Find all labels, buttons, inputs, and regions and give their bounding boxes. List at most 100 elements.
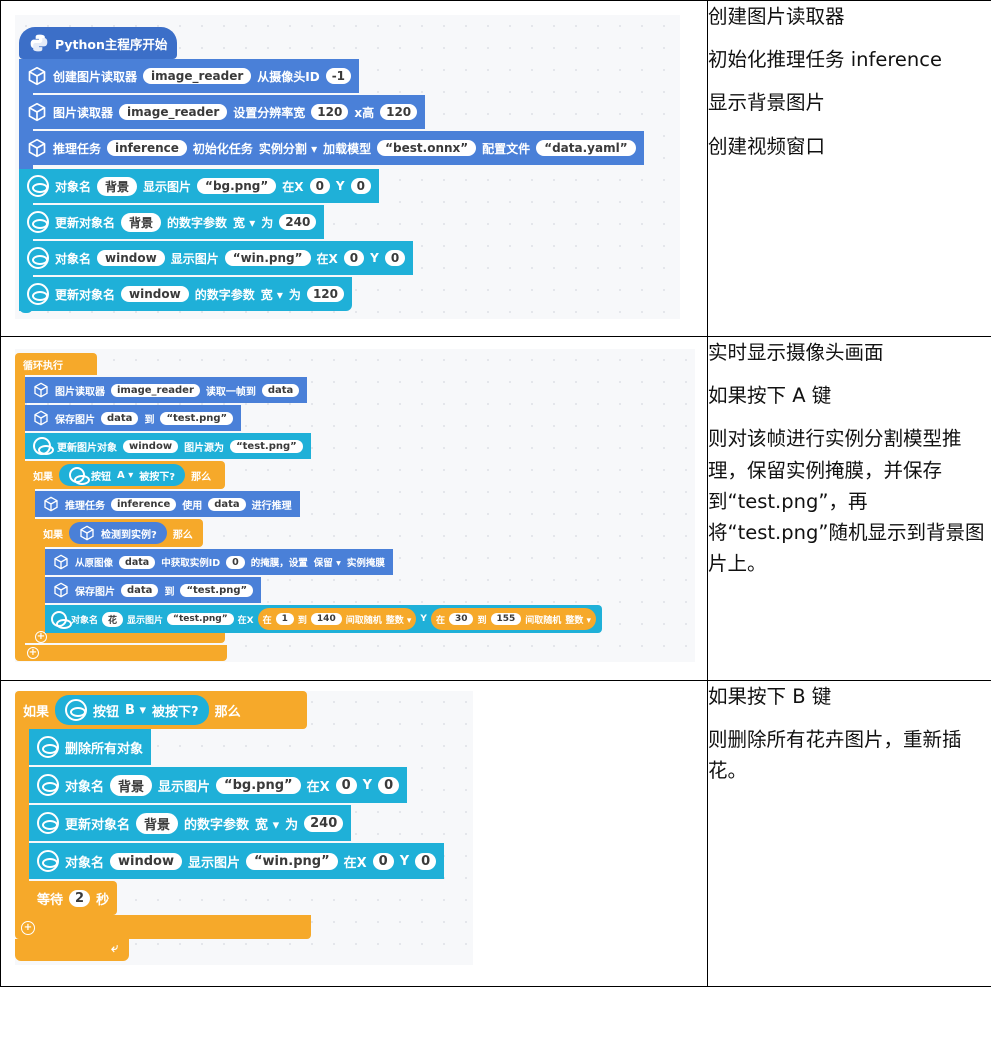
value-input[interactable]: 240	[279, 214, 317, 230]
key-pressed-condition[interactable]: 按钮 A 被按下?	[59, 464, 186, 486]
instance-detected-condition[interactable]: 检测到实例?	[69, 522, 167, 544]
run-inference-block[interactable]: 推理任务 inference 使用 data 进行推理	[35, 491, 300, 517]
y-input[interactable]: 0	[378, 776, 400, 794]
instance-id-input[interactable]: 0	[226, 555, 245, 569]
image-file-input[interactable]: bg.png	[197, 178, 277, 194]
min-x-input[interactable]: 1	[275, 613, 294, 625]
object-name-input[interactable]: 背景	[110, 774, 153, 796]
config-file-input[interactable]: data.yaml	[536, 140, 636, 156]
max-y-input[interactable]: 155	[490, 613, 522, 625]
delete-all-block[interactable]: 删除所有对象	[29, 729, 152, 765]
block-label: 在	[262, 615, 272, 626]
object-name-input[interactable]: window	[121, 286, 189, 302]
task-name-input[interactable]: inference	[107, 140, 187, 156]
plus-icon[interactable]: +	[35, 631, 47, 643]
width-input[interactable]: 120	[311, 104, 349, 120]
height-input[interactable]: 120	[380, 104, 418, 120]
max-x-input[interactable]: 140	[310, 613, 342, 625]
param-dropdown[interactable]: 宽	[261, 286, 283, 303]
param-dropdown[interactable]: 宽	[255, 814, 279, 833]
file-name-input[interactable]: test.png	[180, 583, 254, 597]
number-type-dropdown[interactable]: 整数	[386, 613, 412, 626]
show-bg-block[interactable]: 对象名 背景 显示图片 bg.png 在X 0 Y 0	[19, 169, 379, 203]
object-name-input[interactable]: 背景	[136, 812, 179, 834]
camera-id-input[interactable]: -1	[325, 68, 352, 84]
key-pressed-condition[interactable]: 按钮 B 被按下?	[55, 695, 209, 725]
object-name-input[interactable]: window	[110, 852, 182, 870]
x-input[interactable]: 0	[335, 776, 357, 794]
value-input[interactable]: 240	[304, 814, 344, 832]
init-inference-block[interactable]: 推理任务 inference 初始化任务 实例分割 加载模型 best.onnx…	[19, 131, 644, 165]
plus-icon[interactable]: +	[27, 647, 39, 659]
object-name-input[interactable]: 背景	[97, 176, 138, 196]
image-file-input[interactable]: bg.png	[216, 776, 301, 794]
show-flower-block[interactable]: 对象名 花 显示图片 test.png 在X 在 1 到 140 间取随机 整数…	[45, 605, 602, 633]
mask-mode-dropdown[interactable]: 保留	[314, 555, 341, 569]
x-input[interactable]: 0	[309, 178, 330, 194]
show-window-block[interactable]: 对象名 window 显示图片 win.png 在X 0 Y 0	[19, 241, 414, 275]
wait-seconds-input[interactable]: 2	[69, 889, 91, 907]
reader-name-input[interactable]: image_reader	[143, 68, 252, 84]
save-image-block[interactable]: 保存图片 data 到 test.png	[25, 405, 242, 431]
create-reader-block[interactable]: 创建图片读取器 image_reader 从摄像头ID -1	[19, 59, 360, 93]
key-dropdown[interactable]: B	[125, 703, 146, 718]
note-text: 初始化推理任务 inference	[708, 48, 943, 72]
x-input[interactable]: 0	[343, 250, 365, 266]
value-input[interactable]: 120	[306, 286, 344, 302]
object-name-input[interactable]: window	[97, 250, 165, 266]
if-instance-block[interactable]: 如果 检测到实例? 那么	[35, 519, 203, 547]
y-input[interactable]: 0	[350, 178, 371, 194]
min-y-input[interactable]: 30	[448, 613, 474, 625]
save-mask-image-block[interactable]: 保存图片 data 到 test.png	[45, 577, 262, 603]
file-name-input[interactable]: test.png	[167, 613, 234, 625]
reader-name-input[interactable]: image_reader	[119, 104, 228, 120]
random-x-block[interactable]: 在 1 到 140 间取随机 整数	[257, 608, 417, 630]
image-var-input[interactable]: data	[121, 583, 159, 597]
cube-icon	[27, 66, 47, 86]
if-key-a-block[interactable]: 如果 按钮 A 被按下? 那么	[25, 461, 225, 489]
output-var-input[interactable]: data	[261, 383, 300, 397]
model-file-input[interactable]: best.onnx	[377, 140, 477, 156]
reader-name-input[interactable]: image_reader	[111, 383, 200, 397]
image-file-input[interactable]: win.png	[224, 250, 311, 266]
key-dropdown[interactable]: A	[117, 470, 133, 481]
loop-rail	[15, 375, 25, 645]
update-bg-block[interactable]: 更新对象名 背景 的数字参数 宽 为 240	[19, 205, 325, 239]
if-key-b-block[interactable]: 如果 按钮 B 被按下? 那么	[15, 691, 307, 729]
set-resolution-block[interactable]: 图片读取器 image_reader 设置分辨率宽 120 x高 120	[19, 95, 426, 129]
object-name-input[interactable]: 背景	[121, 212, 162, 232]
block-label: 配置文件	[482, 141, 531, 156]
data-var-input[interactable]: data	[119, 555, 156, 569]
read-frame-block[interactable]: 图片读取器 image_reader 读取一帧到 data	[25, 377, 308, 403]
update-window-block[interactable]: 更新对象名 window 的数字参数 宽 为 120	[19, 277, 352, 311]
object-name-input[interactable]: 花	[102, 611, 124, 627]
cube-icon	[43, 496, 59, 512]
object-name-input[interactable]: window	[123, 439, 179, 453]
image-var-input[interactable]: data	[101, 411, 139, 425]
param-dropdown[interactable]: 宽	[233, 214, 255, 231]
file-name-input[interactable]: test.png	[160, 411, 234, 425]
block-label: 图片读取器	[55, 386, 105, 398]
block-label: 按钮	[91, 471, 111, 483]
file-name-input[interactable]: test.png	[230, 439, 303, 453]
image-file-input[interactable]: win.png	[246, 852, 338, 870]
update-image-source-block[interactable]: 更新图片对象 window 图片源为 test.png	[25, 433, 311, 459]
task-type-dropdown[interactable]: 实例分割	[259, 140, 317, 157]
get-mask-block[interactable]: 从原图像 data 中获取实例ID 0 的掩膜，设置 保留 实例掩膜	[45, 549, 393, 575]
plus-icon[interactable]: +	[21, 921, 35, 935]
block-label: 在X	[343, 855, 367, 871]
data-var-input[interactable]: data	[208, 497, 246, 511]
number-type-dropdown[interactable]: 整数	[565, 613, 591, 626]
x-input[interactable]: 0	[372, 852, 394, 870]
wait-block[interactable]: 等待 2 秒	[29, 881, 118, 915]
y-input[interactable]: 0	[415, 852, 437, 870]
loop-forever-block[interactable]: 循环执行	[15, 353, 97, 375]
task-name-input[interactable]: inference	[111, 497, 177, 511]
show-window-block[interactable]: 对象名 window 显示图片 win.png 在X 0 Y 0	[29, 843, 445, 879]
show-bg-block[interactable]: 对象名 背景 显示图片 bg.png 在X 0 Y 0	[29, 767, 408, 803]
update-bg-block[interactable]: 更新对象名 背景 的数字参数 宽 为 240	[29, 805, 352, 841]
python-start-hat[interactable]: Python主程序开始	[19, 27, 178, 59]
y-input[interactable]: 0	[384, 250, 406, 266]
random-y-block[interactable]: 在 30 到 155 间取随机 整数	[430, 608, 596, 630]
block-label: 在	[435, 615, 445, 626]
